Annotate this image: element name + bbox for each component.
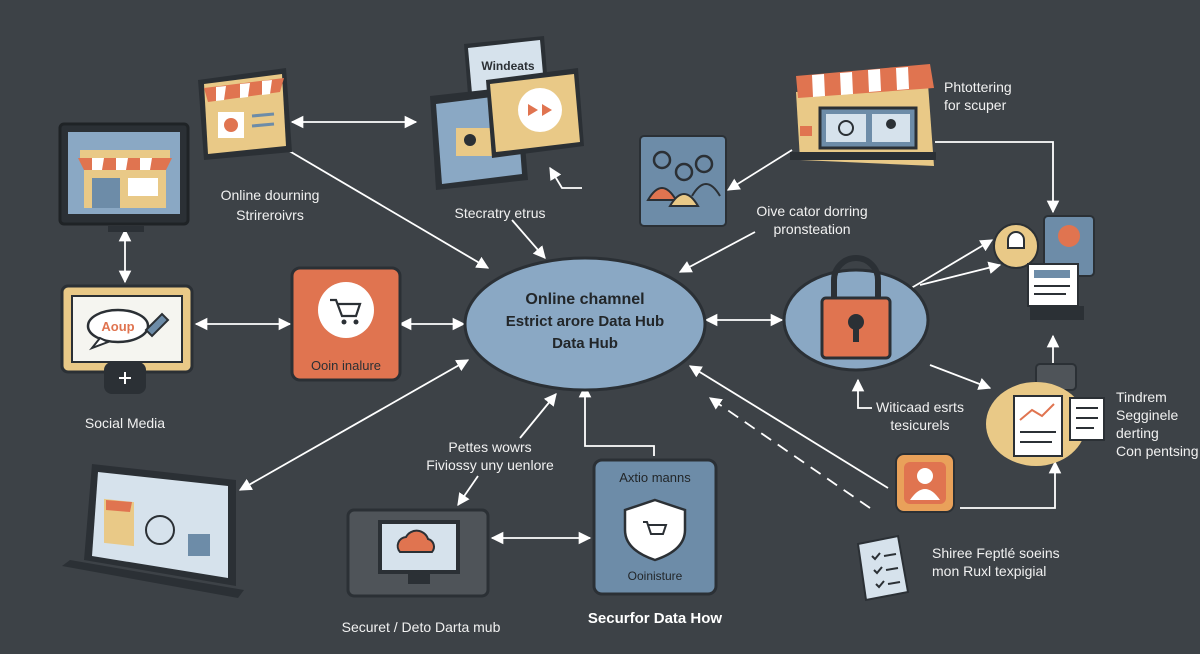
hub-line-2: Estrict arore Data Hub xyxy=(506,313,664,330)
arrow-hub-pattes xyxy=(519,393,557,439)
arrow-online-store-hub xyxy=(272,141,490,269)
pattes-label-1: Pettes wowrs xyxy=(448,439,532,455)
tindrem-label-2: Segginele xyxy=(1116,407,1179,423)
report-charts-icon xyxy=(986,363,1105,466)
shop-building-icon xyxy=(790,64,936,166)
people-group-icon xyxy=(639,135,727,227)
storefront-display-icon xyxy=(198,68,292,160)
arrow-lock-avatar-upper xyxy=(907,239,994,291)
shop-label-2: for scuper xyxy=(944,97,1007,113)
bubble-text: Aoup xyxy=(101,319,134,334)
olive-label-2: pronsteation xyxy=(773,221,851,237)
storefront-monitor-icon xyxy=(58,122,190,232)
withcad-label-2: tesicurels xyxy=(890,417,950,433)
online-store-label-1: Online dourning xyxy=(220,187,320,203)
shopping-cart-icon xyxy=(290,266,402,382)
checklist-document-icon xyxy=(856,534,910,602)
social-media-label: Social Media xyxy=(84,415,166,431)
arrow-shop-avatar xyxy=(935,141,1060,214)
olive-label-1: Oive cator dorring xyxy=(756,203,868,219)
cloud-monitor-icon xyxy=(346,508,490,598)
arrow-pattes-cloud xyxy=(457,475,479,507)
shiree-label-2: mon Ruxl texpigial xyxy=(932,563,1047,579)
user-badge-icon xyxy=(895,453,955,513)
windows-label: Stecratry etrus xyxy=(454,205,546,221)
shield-cart-icon xyxy=(592,458,718,596)
data-hub-node xyxy=(463,256,707,392)
windows-title: Windeats xyxy=(481,59,535,73)
shield-title: Axtio manns xyxy=(619,470,691,485)
withcad-label-1: Witicaad esrts xyxy=(876,399,964,415)
arrow-lock-reports xyxy=(929,364,992,390)
online-store-label-2: Strireroivrs xyxy=(236,207,304,223)
hub-line-1: Online chamnel xyxy=(525,291,644,308)
padlock-icon xyxy=(782,255,930,372)
arrow-people-hub xyxy=(678,231,756,273)
tindrem-label-4: Con pentsing xyxy=(1116,443,1199,459)
tindrem-label-3: derting xyxy=(1116,425,1159,441)
hub-line-3: Data Hub xyxy=(552,335,618,352)
arrow-userbadge-reports xyxy=(960,460,1062,509)
arrow-windows-hub xyxy=(511,219,546,259)
arrow-shield-hub xyxy=(578,384,655,456)
laptop-storefront-icon xyxy=(62,464,244,598)
pattes-label-2: Fiviossy uny uenlore xyxy=(426,457,554,473)
shop-label-1: Phtottering xyxy=(944,79,1012,95)
tindrem-label-1: Tindrem xyxy=(1116,389,1167,405)
shield-label: Securfor Data How xyxy=(587,610,723,627)
arrow-lock-avatar-lower xyxy=(919,261,1002,286)
cloud-monitor-label: Securet / Deto Darta mub xyxy=(341,619,501,635)
arrow-hub-userbadge xyxy=(688,365,889,489)
arrow-windows-small xyxy=(549,166,582,189)
arrow-withcad xyxy=(851,378,872,409)
shiree-label-1: Shiree Feptlé soeins xyxy=(932,545,1060,561)
arrow-dashed-hub xyxy=(708,397,871,509)
browser-windows-icon xyxy=(430,36,584,190)
arrow-hub-laptop xyxy=(238,359,470,491)
avatar-documents-icon xyxy=(993,215,1095,320)
arrow-shop-people xyxy=(726,149,793,191)
shield-inner-label: Ooinisture xyxy=(628,569,683,583)
cart-label: Ooin inalure xyxy=(311,358,381,373)
chat-bubble-icon xyxy=(60,284,194,394)
